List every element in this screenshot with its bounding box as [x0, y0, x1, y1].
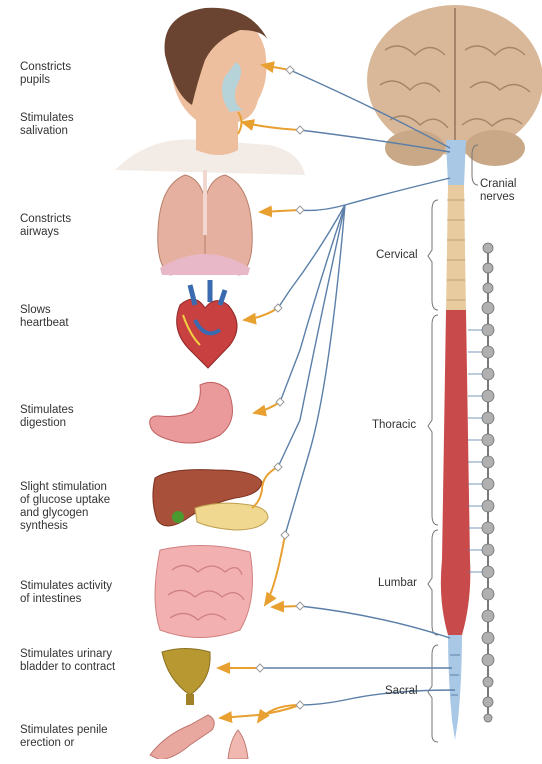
- liver-illustration: [153, 470, 268, 530]
- intestines-illustration: [155, 545, 252, 637]
- label-lumbar: Lumbar: [378, 577, 417, 589]
- face-illustration: [115, 8, 305, 175]
- label-stimulates-intestines: Stimulates activity of intestines: [20, 580, 112, 606]
- label-cervical: Cervical: [376, 249, 418, 261]
- label-sacral: Sacral: [385, 685, 418, 697]
- label-constricts-pupils: Constricts pupils: [20, 61, 71, 87]
- label-slows-heartbeat: Slows heartbeat: [20, 304, 69, 330]
- label-urinary-bladder: Stimulates urinary bladder to contract: [20, 648, 115, 674]
- spinal-cord: [441, 140, 470, 740]
- ganglion-chain: [482, 243, 494, 722]
- label-thoracic: Thoracic: [372, 419, 416, 431]
- label-stimulates-salivation: Stimulates salivation: [20, 112, 74, 138]
- label-cranial-nerves: Cranial nerves: [480, 178, 516, 204]
- stomach-illustration: [150, 382, 233, 443]
- reproductive-illustration: [150, 715, 248, 759]
- label-stimulates-digestion: Stimulates digestion: [20, 404, 74, 430]
- rami: [468, 330, 482, 572]
- bladder-illustration: [162, 649, 210, 706]
- lungs-illustration: [158, 170, 253, 275]
- label-glucose-uptake: Slight stimulation of glucose uptake and…: [20, 481, 110, 533]
- heart-illustration: [177, 280, 237, 368]
- label-constricts-airways: Constricts airways: [20, 213, 71, 239]
- label-penile-erection: Stimulates penile erection or: [20, 724, 108, 750]
